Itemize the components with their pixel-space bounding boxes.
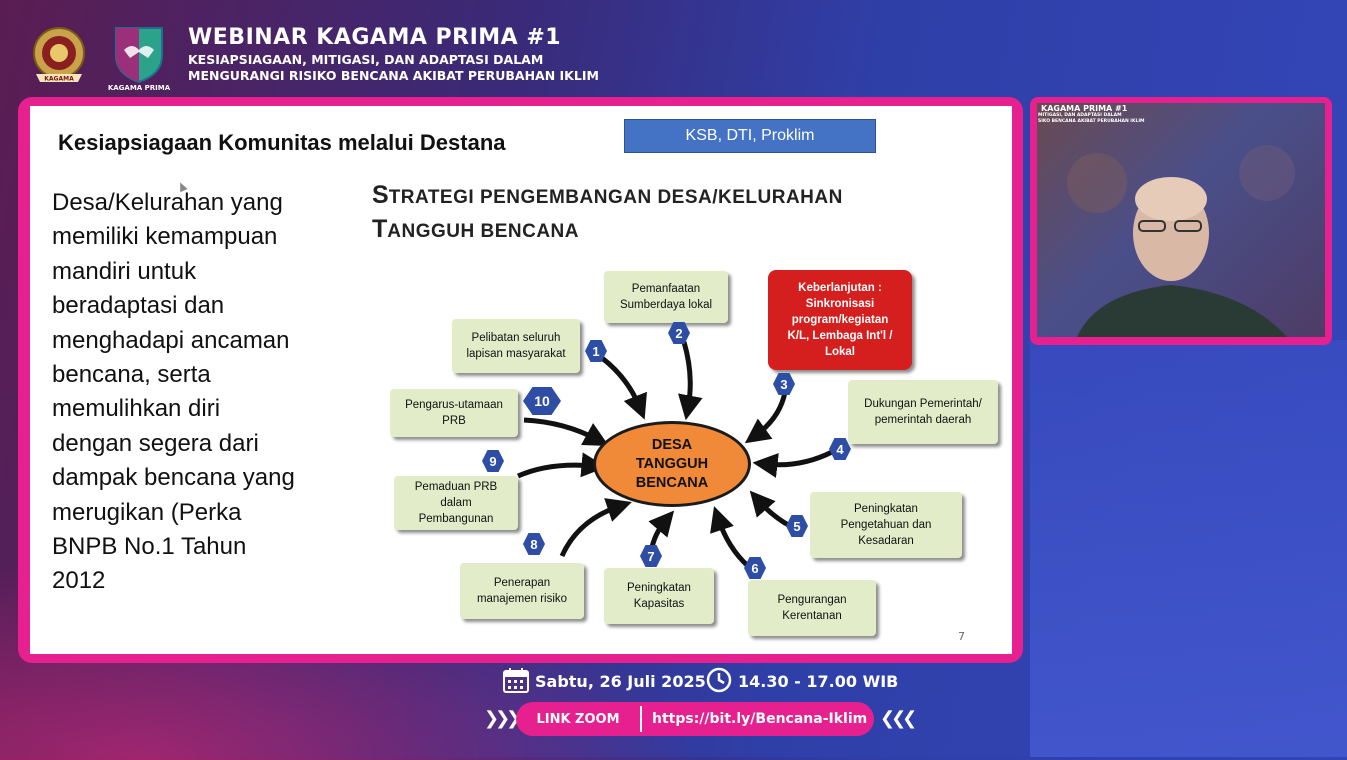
zoom-url-link[interactable]: https://bit.ly/Bencana-Iklim bbox=[652, 711, 868, 727]
clock-icon bbox=[705, 666, 733, 698]
event-time: 14.30 - 17.00 WIB bbox=[738, 672, 899, 691]
body-line: memulihkan diri bbox=[52, 395, 221, 423]
link-zoom-label: LINK ZOOM bbox=[536, 711, 620, 727]
slide-body-text: Desa/Kelurahan yang memiliki kemampuan m… bbox=[52, 186, 332, 599]
video-overlay-sub2: SIKO BENCANA AKIBAT PERUBAHAN IKLIM bbox=[1038, 119, 1145, 124]
number-badge-7: 7 bbox=[640, 545, 662, 567]
body-line: memiliki kemampuan bbox=[52, 223, 278, 251]
background-panel bbox=[1030, 340, 1347, 757]
event-date: Sabtu, 26 Juli 2025 bbox=[535, 672, 706, 691]
body-line: BNPB No.1 Tahun bbox=[52, 533, 247, 561]
center-desa-tangguh-bencana: DESA TANGGUH BENCANA bbox=[593, 421, 751, 507]
number-badge-4: 4 bbox=[829, 438, 851, 460]
divider bbox=[640, 706, 642, 732]
body-line: bencana, serta bbox=[52, 361, 211, 389]
number-badge-2: 2 bbox=[668, 322, 690, 344]
video-overlay-sub1: MITIGASI, DAN ADAPTASI DALAM bbox=[1038, 113, 1122, 118]
slide-tag-box: KSB, DTI, Proklim bbox=[624, 119, 876, 153]
body-line: mandiri untuk bbox=[52, 257, 197, 285]
chevrons-right-icon: ❯❯❯ bbox=[484, 708, 521, 729]
number-badge-3: 3 bbox=[773, 373, 795, 395]
body-line: Desa/Kelurahan yang bbox=[52, 189, 283, 216]
webinar-title: WEBINAR KAGAMA PRIMA #1 bbox=[188, 25, 562, 50]
slide-page-number: 7 bbox=[958, 630, 965, 643]
number-badge-1: 1 bbox=[585, 340, 607, 362]
strategy-box-4: Dukungan Pemerintah/pemerintah daerah bbox=[848, 380, 998, 444]
strategy-title: STRATEGI PENGEMBANGAN DESA/KELURAHAN TAN… bbox=[372, 181, 843, 243]
kagama-logo: KAGAMA bbox=[28, 24, 90, 86]
kagama-logo-text: KAGAMA bbox=[44, 76, 74, 83]
chevrons-left-icon: ❮❮❮ bbox=[880, 708, 917, 729]
number-badge-6: 6 bbox=[744, 557, 766, 579]
presentation-slide bbox=[30, 106, 1012, 654]
body-line: merugikan (Perka bbox=[52, 498, 242, 526]
number-badge-5: 5 bbox=[786, 515, 808, 537]
body-line: dengan segera dari bbox=[52, 429, 259, 457]
body-line: dampak bencana yang bbox=[52, 464, 295, 492]
body-line: 2012 bbox=[52, 567, 106, 595]
webinar-subtitle-line2: MENGURANGI RISIKO BENCANA AKIBAT PERUBAH… bbox=[188, 68, 599, 83]
body-line: beradaptasi dan bbox=[52, 292, 225, 320]
number-badge-8: 8 bbox=[523, 533, 545, 555]
speaker-video[interactable] bbox=[1037, 103, 1325, 337]
video-overlay-title: KAGAMA PRIMA #1 bbox=[1041, 104, 1128, 113]
webinar-subtitle-line1: KESIAPSIAGAAN, MITIGASI, DAN ADAPTASI DA… bbox=[188, 52, 544, 67]
zoom-link-bar[interactable]: LINK ZOOM https://bit.ly/Bencana-Iklim bbox=[516, 702, 874, 736]
calendar-icon bbox=[502, 666, 530, 698]
kagama-prima-logo-text: KAGAMA PRIMA bbox=[108, 84, 170, 92]
slide-heading: Kesiapsiagaan Komunitas melalui Destana bbox=[58, 130, 506, 155]
kagama-prima-logo: KAGAMA PRIMA bbox=[108, 22, 171, 92]
number-badge-9: 9 bbox=[482, 450, 504, 472]
body-line: menghadapi ancaman bbox=[52, 326, 290, 354]
speaker-avatar bbox=[1067, 145, 1295, 337]
